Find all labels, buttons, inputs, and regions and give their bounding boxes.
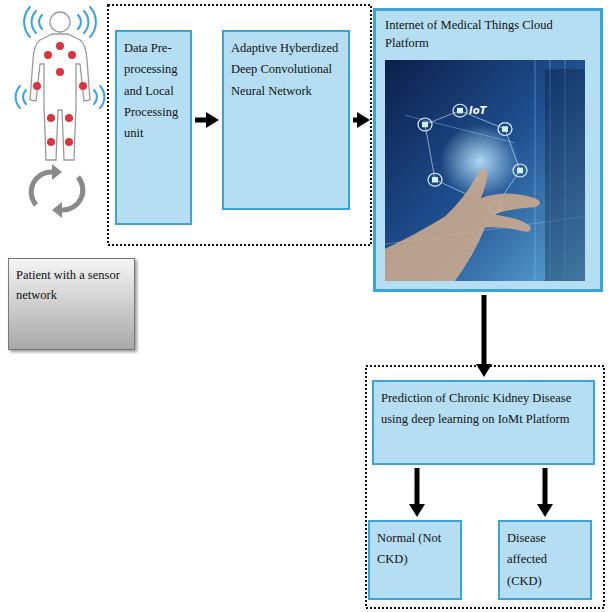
box-text: Patient with a sensor network [16, 265, 127, 305]
flow-arrow [353, 112, 370, 128]
box-text: Prediction of Chronic Kidney Disease usi… [381, 388, 586, 431]
arrow-head [357, 112, 370, 128]
arrow-head [537, 504, 553, 517]
dotted-group-outline [366, 366, 604, 608]
dotted-group-outline [108, 5, 371, 245]
cycle-arrowheads [52, 164, 62, 218]
patient-box: Patient with a sensor network [8, 258, 135, 350]
result-box: Normal (Not CKD) [368, 520, 462, 600]
flow-arrow [409, 468, 425, 517]
process-box: Data Pre-processing and Local Processing… [115, 30, 192, 225]
cycle-arrows [31, 172, 83, 210]
platform-box: Internet of Medical Things Cloud Platfor… [373, 8, 603, 292]
arrow-shaft [195, 118, 207, 123]
box-text: Normal (Not CKD) [377, 528, 453, 571]
box-text: Disease affected (CKD) [507, 528, 583, 592]
result-box: Disease affected (CKD) [498, 520, 592, 600]
picture-label: IoT [469, 104, 486, 118]
flow-arrow [195, 112, 219, 128]
box-text: Adaptive Hyberdized Deep Convolutional N… [231, 38, 341, 102]
patient-figure [16, 7, 105, 160]
arrow-shaft [482, 295, 487, 365]
arrow-head [409, 504, 425, 517]
flow-arrow [537, 468, 553, 517]
arrow-head [206, 112, 219, 128]
box-text: Internet of Medical Things Cloud Platfor… [385, 17, 591, 52]
process-box: Prediction of Chronic Kidney Disease usi… [372, 380, 595, 465]
arrow-shaft [543, 468, 548, 505]
cloud-illustration [385, 60, 585, 281]
arrow-shaft [415, 468, 420, 505]
flow-arrow [476, 295, 492, 377]
arrow-head [476, 364, 492, 377]
process-box: Adaptive Hyberdized Deep Convolutional N… [222, 30, 350, 210]
box-text: Data Pre-processing and Local Processing… [124, 38, 183, 144]
